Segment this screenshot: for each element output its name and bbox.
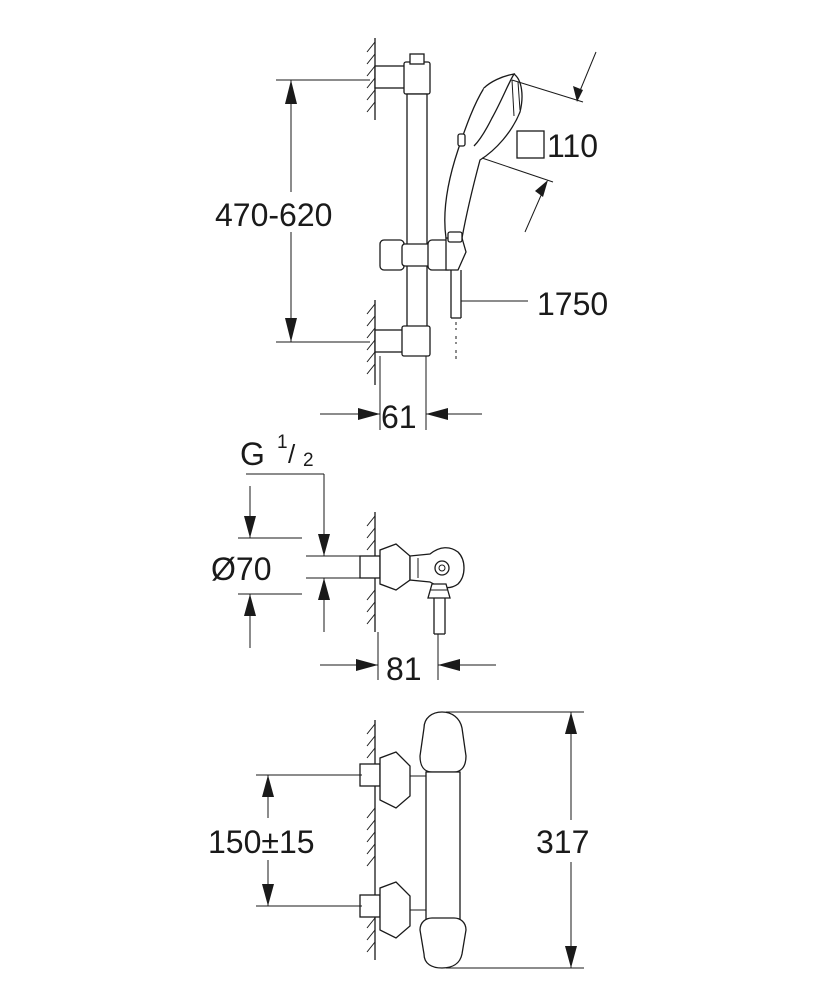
wall-bottom	[366, 720, 376, 960]
shower-rail	[406, 93, 428, 331]
diameter-dimension	[238, 486, 302, 648]
rail-projection-dimension	[320, 356, 482, 430]
rail-bracket-upper	[374, 53, 431, 95]
shower-rail-view: 110 470-620 1750 61	[215, 38, 608, 435]
rail-projection-label: 61	[381, 399, 417, 435]
slider-holder	[379, 237, 467, 271]
rail-height-dimension	[276, 79, 370, 343]
wall-upper	[366, 38, 376, 120]
mixer-side-view: G 1 / 2 Ø70	[211, 432, 496, 687]
inlet-lower	[359, 881, 411, 939]
thermostat-body	[410, 711, 467, 969]
inlet-spacing-label: 150±15	[208, 824, 315, 860]
diameter-label: Ø70	[211, 551, 271, 587]
thread-label: G	[240, 436, 265, 472]
rail-bracket-lower	[374, 325, 431, 357]
thread-slash: /	[288, 439, 296, 469]
hose	[450, 270, 462, 360]
inlet-spacing-dimension	[256, 774, 362, 907]
rail-height-label: 470-620	[215, 197, 332, 233]
inlet-upper	[359, 751, 411, 809]
mixer-body-side	[359, 543, 465, 591]
mixer-front-view: 150±15 317	[208, 711, 589, 969]
mixer-height-dimension	[446, 711, 584, 969]
mixer-height-label: 317	[536, 824, 589, 860]
head-size-dimension	[481, 51, 597, 233]
hose-length-label: 1750	[537, 286, 608, 322]
mixer-projection-dimension	[320, 632, 496, 680]
hand-shower	[444, 73, 523, 243]
thread-denominator: 2	[303, 450, 314, 471]
square-head-icon	[516, 130, 545, 159]
head-size-label: 110	[547, 128, 598, 164]
hose-connector	[427, 583, 451, 635]
thread-dimension	[246, 473, 360, 632]
thread-numerator: 1	[277, 432, 288, 453]
mixer-projection-label: 81	[386, 651, 422, 687]
